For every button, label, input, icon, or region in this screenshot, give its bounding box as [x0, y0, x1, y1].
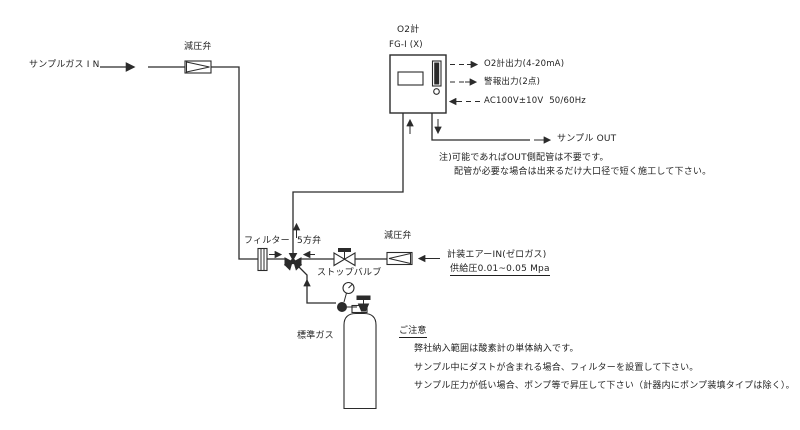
caution-line2: サンプル中にダストが含まれる場合、フィルターを設置して下さい。: [414, 362, 699, 373]
reducing-valve-2-label: 減圧弁: [384, 231, 412, 241]
signal-output2-label: 警報出力(2点): [484, 76, 541, 87]
reducing-valve-1-label: 減圧弁: [184, 42, 212, 52]
out-note-line2: 配管が必要な場合は出来るだけ大口径で短く施工して下さい。: [454, 166, 712, 177]
signal-lines: [448, 60, 480, 106]
filter-label: フィルター: [244, 236, 290, 246]
caution-line1: 弊社納入範囲は酸素計の単体納入です。: [414, 344, 579, 354]
caution-line3: サンプル圧力が低い場合、ポンプ等で昇圧して下さい（計器内にポンプ装填タイプは除く…: [414, 380, 795, 391]
five-way-valve-label: 5方弁: [297, 236, 322, 246]
pipe-sample-out: [431, 113, 552, 144]
pressure-reducing-valve-1-icon: [184, 60, 212, 74]
pipe-middle: [267, 250, 440, 263]
caution-heading: ご注意: [399, 326, 427, 339]
five-way-valve-icon: [283, 253, 303, 271]
gas-cylinder-icon: [343, 304, 377, 410]
o2-meter-box: [389, 54, 447, 114]
standard-gas-label: 標準ガス: [297, 331, 334, 341]
instrument-air-in-label: 計装エアーIN(ゼロガス): [447, 250, 547, 260]
regulator-gauge-icon: [337, 281, 371, 312]
meter-knob: [433, 88, 440, 95]
sample-gas-in-label: サンプルガス I N: [29, 60, 100, 70]
pressure-reducing-valve-2-icon: [386, 251, 413, 266]
out-note-line1: 注)可能であればOUT側配管は不要です。: [439, 153, 609, 163]
stop-valve-label: ストップバルブ: [317, 268, 382, 278]
o2-meter-model: FG-I (X): [389, 40, 423, 50]
supply-pressure-label: 供給圧0.01~0.05 Mpa: [450, 264, 550, 277]
meter-display: [397, 71, 424, 86]
pipe-standard-gas: [297, 265, 336, 304]
filter-icon: [257, 247, 268, 272]
signal-output1-label: O2計出力(4-20mA): [484, 59, 565, 69]
pipe-meter-inlet: [292, 113, 414, 254]
power-label: AC100V±10V 50/60Hz: [484, 96, 586, 106]
stop-valve-icon: [333, 248, 356, 267]
o2-meter-title: O2計: [397, 25, 420, 35]
pipe-sample-in: [100, 62, 258, 260]
sample-out-label: サンプル OUT: [557, 134, 617, 144]
